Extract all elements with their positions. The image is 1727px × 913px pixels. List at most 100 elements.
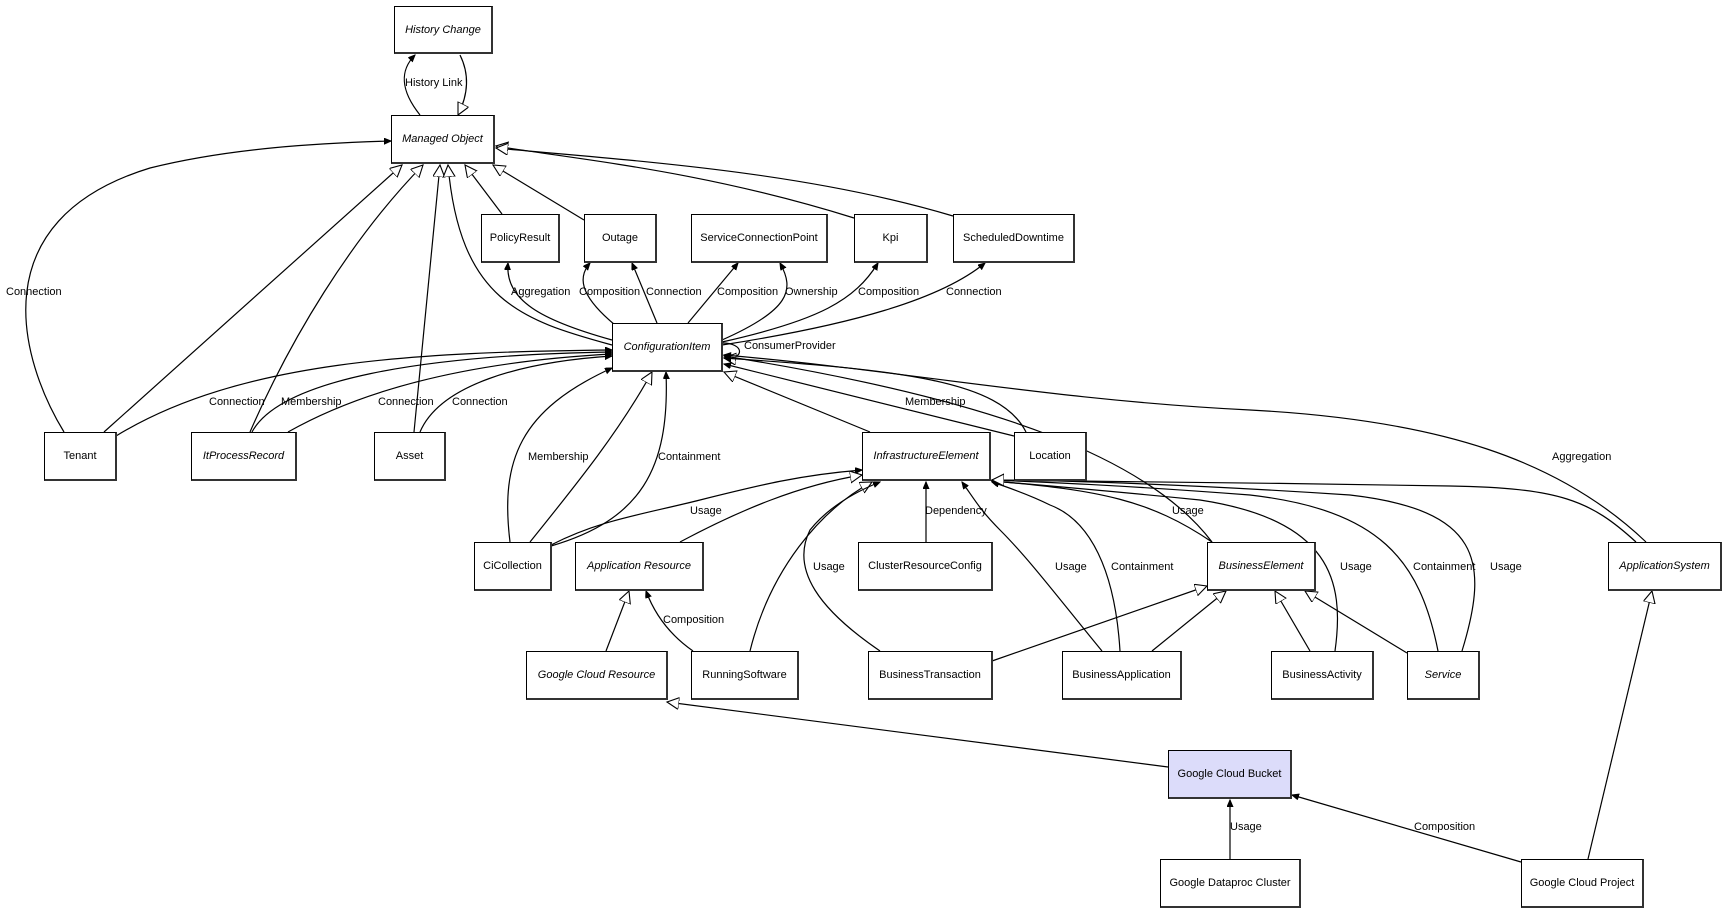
node-label: ApplicationSystem [1619,560,1710,572]
node-service-connection-point[interactable]: ServiceConnectionPoint [691,214,828,263]
edge-businessapplication-inherits-be[interactable] [1151,591,1226,652]
edge-businesstransaction-usage-ie[interactable] [803,482,880,652]
edge-tenant-inherits-managed-object[interactable] [103,165,402,433]
node-google-cloud-bucket[interactable]: Google Cloud Bucket [1168,750,1292,799]
edge-label: Containment [1111,561,1174,573]
node-label: BusinessApplication [1072,669,1171,681]
edge-runningsoftware-inherits-ie[interactable] [749,482,872,652]
edge-label: Composition [1414,821,1476,833]
node-label: Kpi [882,232,899,244]
edge-gcr-inherits-appresource[interactable] [605,591,629,652]
node-configuration-item[interactable]: ConfigurationItem [612,323,723,372]
node-google-cloud-resource[interactable]: Google Cloud Resource [526,651,668,700]
edge-location-ci[interactable] [724,358,1027,433]
edge-businessapplication-usage-ie[interactable] [962,482,1103,652]
edge-ci-connection-outage[interactable] [632,263,658,324]
edge-project-composition-gcb[interactable] [1292,795,1522,863]
edge-label: Connection [646,286,702,298]
edge-businessapplication-containment-ie[interactable] [992,482,1121,652]
edge-label: Composition [717,286,779,298]
edge-history-link[interactable] [403,55,421,116]
edge-runningsoftware-composition-appresource[interactable] [646,591,694,652]
node-google-dataproc-cluster[interactable]: Google Dataproc Cluster [1160,859,1301,908]
edge-outage-inherits-managed-object[interactable] [493,165,585,221]
node-application-system[interactable]: ApplicationSystem [1608,542,1722,591]
edge-service-containment-ie[interactable] [992,480,1439,652]
edge-tenant-connection-ci[interactable] [115,350,612,437]
node-label: Application Resource [587,560,691,572]
node-outage[interactable]: Outage [584,214,657,263]
edge-gcb-inherits-gcr[interactable] [667,702,1169,768]
edge-ci-composition-outage[interactable] [582,263,616,326]
edge-label: Composition [663,614,725,626]
edge-asset-connection-ci[interactable] [419,356,612,433]
node-scheduled-downtime[interactable]: ScheduledDowntime [953,214,1075,263]
node-business-element[interactable]: BusinessElement [1207,542,1316,591]
edge-ci-composition-scp[interactable] [687,263,738,324]
edge-label: Membership [905,396,966,408]
edge-cicollection-membership-ci[interactable] [507,367,612,543]
node-tenant[interactable]: Tenant [44,432,117,481]
edge-scheduleddowntime-inherits-managed-object[interactable] [496,148,954,217]
edge-label: Connection [378,396,434,408]
edge-ci-connection-scheduleddowntime[interactable] [721,263,985,346]
edge-itprocessrecord-connection-ci[interactable] [287,354,612,433]
edge-applicationsystem-aggregation-ci[interactable] [724,355,1647,543]
node-service[interactable]: Service [1407,651,1480,700]
edge-policyresult-inherits-managed-object[interactable] [465,165,503,215]
edge-asset-inherits-managed-object[interactable] [413,165,440,433]
edge-label: History Link [405,77,463,89]
edge-ie-inherits-ci[interactable] [724,372,871,433]
node-location[interactable]: Location [1014,432,1087,481]
edge-label: Connection [946,286,1002,298]
node-google-cloud-project[interactable]: Google Cloud Project [1521,859,1644,908]
edge-businessactivity-usage-ie[interactable] [992,481,1339,652]
node-asset[interactable]: Asset [374,432,446,481]
node-kpi[interactable]: Kpi [854,214,928,263]
edge-label: Usage [1172,505,1204,517]
edge-cicollection-containment-ci[interactable] [550,372,666,547]
edge-label: Containment [1413,561,1476,573]
node-label: History Change [405,23,481,36]
node-business-activity[interactable]: BusinessActivity [1271,651,1374,700]
edge-label: Usage [1230,821,1262,833]
node-history-change[interactable]: History Change [394,6,493,54]
node-policy-result[interactable]: PolicyResult [481,214,560,263]
edge-label: Usage [690,505,722,517]
node-ci-collection[interactable]: CiCollection [474,542,552,591]
node-running-software[interactable]: RunningSoftware [691,651,799,700]
edge-history-change-inherits[interactable] [458,54,467,115]
edge-applicationsystem-inherits-ie[interactable] [992,480,1637,543]
edge-businesstransaction-inherits-be[interactable] [991,586,1207,662]
node-label: Asset [395,450,424,462]
edge-ci-ownership-scp[interactable] [721,263,788,341]
edge-ci-aggregation-policyresult[interactable] [508,263,613,341]
edge-label: Ownership [785,286,838,298]
node-managed-object[interactable]: Managed Object [391,115,495,164]
edge-tenant-connection-managed-object[interactable] [25,141,391,433]
node-label: RunningSoftware [702,669,787,681]
edge-itprocessrecord-inherits-managed-object[interactable] [249,165,423,433]
edge-label: Connection [209,396,265,408]
edge-businessactivity-inherits-be[interactable] [1275,591,1311,652]
node-infrastructure-element[interactable]: InfrastructureElement [862,432,991,481]
node-cluster-resource-config[interactable]: ClusterResourceConfig [858,542,993,591]
node-business-application[interactable]: BusinessApplication [1062,651,1182,700]
node-label: BusinessActivity [1282,669,1362,681]
node-application-resource[interactable]: Application Resource [575,542,704,591]
edge-service-inherits-be[interactable] [1305,591,1408,654]
node-label: BusinessElement [1218,560,1304,572]
node-business-transaction[interactable]: BusinessTransaction [868,651,993,700]
edge-cicollection-usage-ie[interactable] [550,470,862,546]
edge-ci-composition-kpi[interactable] [721,263,878,343]
edge-appresource-inherits-ie[interactable] [679,475,862,543]
edge-ci-inherits-managed-object[interactable] [448,165,613,346]
edge-label: Connection [452,396,508,408]
node-label: PolicyResult [489,232,551,244]
edge-cicollection-inherits-ci[interactable] [529,372,652,543]
edge-itprocessrecord-membership-ci[interactable] [251,352,612,433]
edge-location-membership-ci[interactable] [724,364,1015,437]
edge-project-inherits-applicationsystem[interactable] [1587,591,1652,860]
node-it-process-record[interactable]: ItProcessRecord [191,432,297,481]
